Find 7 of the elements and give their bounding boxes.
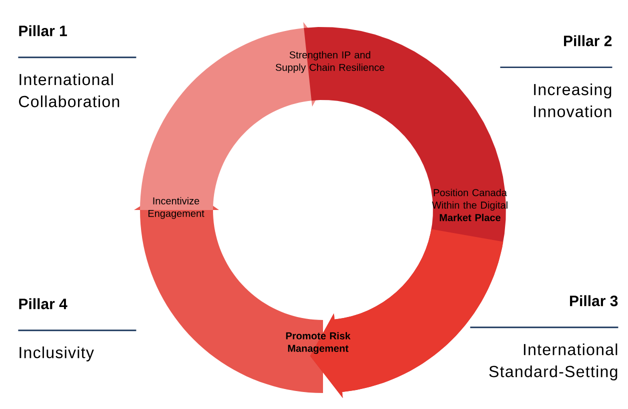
pillar-label: Pillar 3 International Standard-Setting xyxy=(470,295,618,380)
pillar-label: Pillar 1 International Collaboration xyxy=(18,25,136,108)
step-label: Strengthen IP and Supply Chain Resilience xyxy=(276,51,384,73)
pillar-label: Pillar 2 Increasing Innovation xyxy=(500,35,612,118)
step-label: Promote Risk Management xyxy=(286,332,351,354)
pillar-label: Pillar 4 Inclusivity xyxy=(18,298,136,362)
step-label: Incentivize Engagement xyxy=(148,197,204,219)
